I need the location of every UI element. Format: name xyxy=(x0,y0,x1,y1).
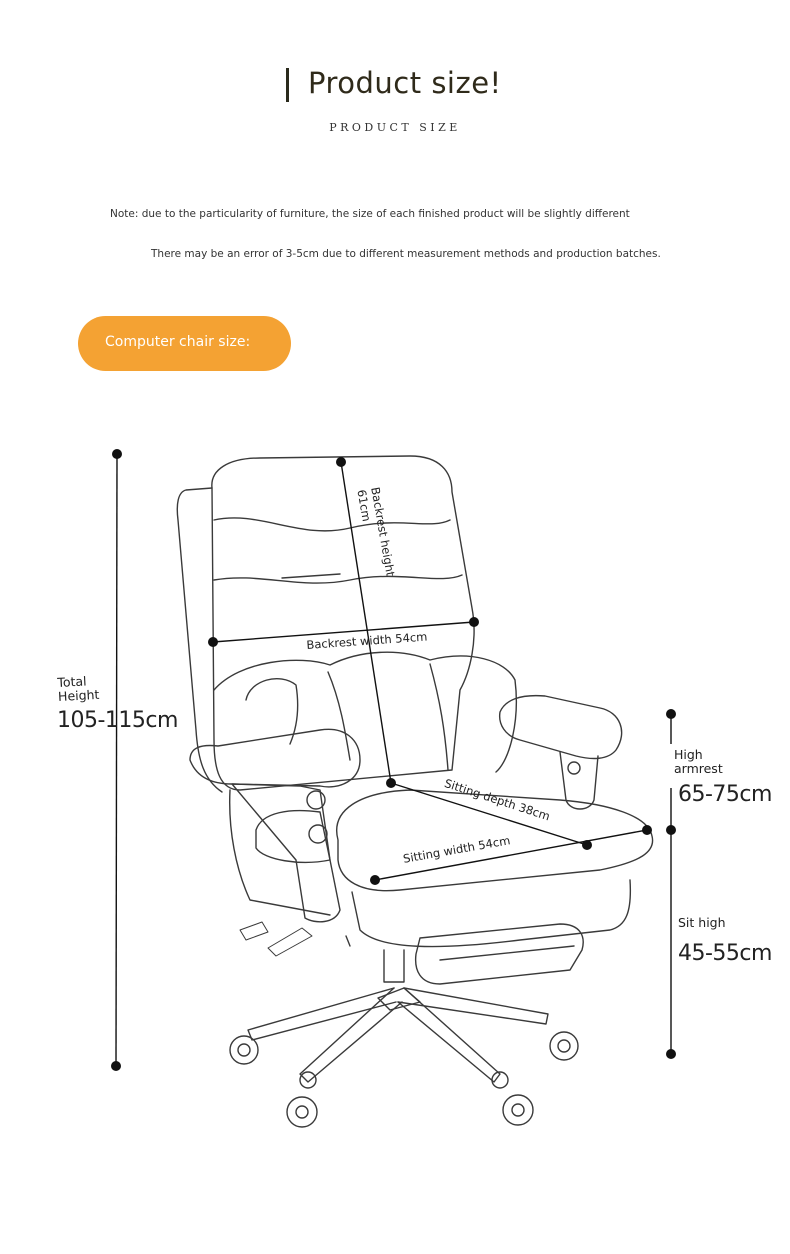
armrest-height-label: High armrest xyxy=(674,747,723,776)
total-height-line xyxy=(115,453,118,1067)
total-height-bottom-point xyxy=(111,1061,121,1071)
measure-lines xyxy=(115,453,672,1067)
backrest-left-point xyxy=(208,637,218,647)
total-height-label: Total Height xyxy=(56,673,100,704)
seat-height-top-point xyxy=(666,825,676,835)
seat-front-point xyxy=(582,840,592,850)
page-subtitle: PRODUCT SIZE xyxy=(329,121,461,134)
total-height-value: 105-115cm xyxy=(57,708,178,733)
section-badge: Computer chair size: xyxy=(78,316,291,371)
seat-height-value: 45-55cm xyxy=(678,941,772,966)
total-height-top-point xyxy=(112,449,122,459)
backrest-right-point xyxy=(469,617,479,627)
chair-sketch xyxy=(176,455,654,1128)
backrest-top-point xyxy=(336,457,346,467)
note-line-2: There may be an error of 3-5cm due to di… xyxy=(151,248,661,260)
sitting-width-line xyxy=(374,829,648,881)
armrest-height-value: 65-75cm xyxy=(678,782,772,807)
backrest-width-line xyxy=(212,621,475,643)
backrest-height-line xyxy=(340,461,392,784)
page-title: Product size! xyxy=(308,66,502,100)
section-badge-label: Computer chair size: xyxy=(105,334,251,350)
seat-right-point xyxy=(642,825,652,835)
measure-points xyxy=(111,449,676,1071)
note-line-1: Note: due to the particularity of furnit… xyxy=(110,208,630,220)
armrest-top-point xyxy=(666,709,676,719)
seat-height-bottom-point xyxy=(666,1049,676,1059)
seat-left-point xyxy=(370,875,380,885)
seat-back-point xyxy=(386,778,396,788)
title-accent-bar xyxy=(286,68,289,102)
sitting-depth-line xyxy=(390,782,588,846)
seat-height-label: Sit high xyxy=(678,915,726,930)
